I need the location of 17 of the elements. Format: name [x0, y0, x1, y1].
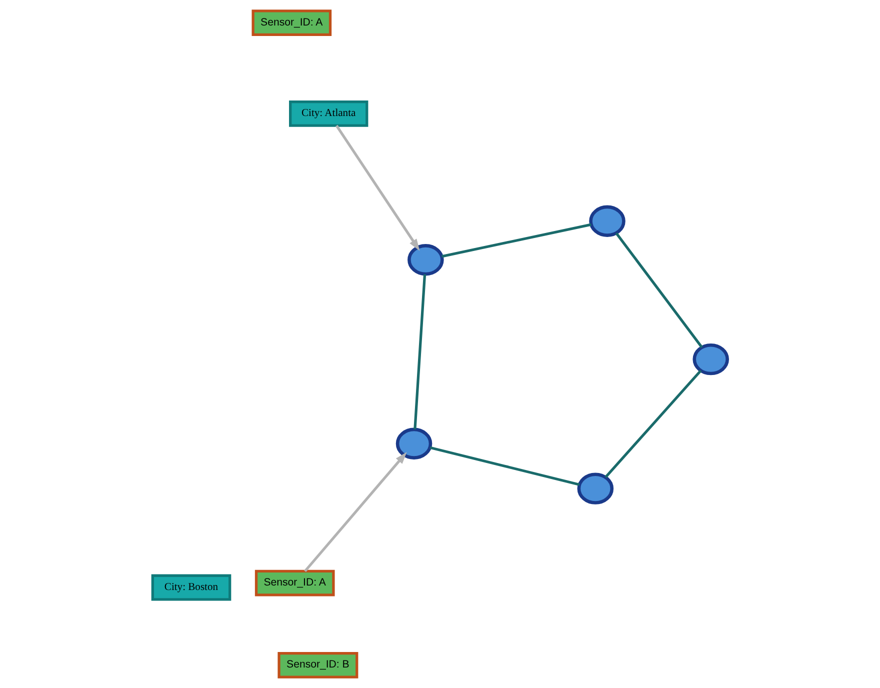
node-circle — [408, 244, 444, 276]
connector — [441, 223, 592, 258]
node-box: Sensor_ID: A — [252, 10, 332, 36]
arrow — [304, 452, 407, 572]
node-box: Sensor_ID: A — [254, 570, 335, 596]
connector — [615, 232, 703, 348]
node-circle — [692, 343, 729, 376]
node-box: City: Atlanta — [289, 100, 368, 127]
node-circle — [589, 205, 626, 237]
connector — [414, 274, 426, 430]
node-box: Sensor_ID: B — [278, 652, 358, 678]
node-circle — [396, 428, 432, 460]
node-box: City: Boston — [151, 574, 232, 601]
arrow — [335, 124, 420, 251]
connector — [604, 370, 702, 478]
connector — [430, 446, 580, 486]
node-circle — [577, 472, 614, 504]
